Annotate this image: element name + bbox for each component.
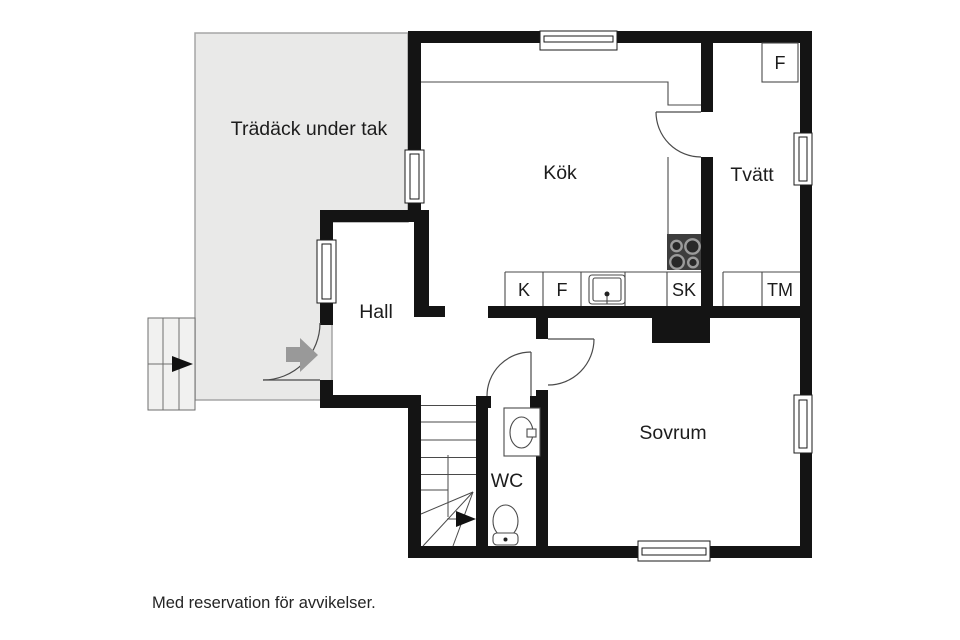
window-kitchen-west bbox=[404, 149, 425, 204]
hob-icon bbox=[667, 234, 701, 270]
wall-hall-north bbox=[320, 210, 429, 222]
laundry-freezer-label: F bbox=[775, 53, 786, 73]
stairs-direction-arrow-icon bbox=[456, 511, 476, 527]
window-bedroom-east bbox=[793, 394, 813, 454]
wall-bottom bbox=[408, 546, 812, 558]
window-laundry-east bbox=[793, 132, 813, 186]
wc-fixtures bbox=[492, 407, 541, 546]
windows bbox=[316, 30, 813, 562]
kitchen-laundry-door bbox=[655, 111, 702, 158]
window-bedroom-south bbox=[637, 540, 711, 562]
wall-hall-kitchen bbox=[414, 222, 429, 306]
washing-machine-label: TM bbox=[767, 280, 793, 300]
window-kitchen-top bbox=[539, 30, 618, 51]
kitchen-label: Kök bbox=[543, 162, 577, 184]
wall-kitchen-laundry-upper bbox=[701, 43, 713, 112]
wall-bedroom-door-stub bbox=[536, 318, 548, 339]
wc-label: WC bbox=[491, 470, 524, 492]
wc-door bbox=[486, 351, 532, 397]
tall-cabinet-label: SK bbox=[672, 280, 696, 300]
laundry-fixtures bbox=[722, 42, 800, 306]
wall-kitchen-south bbox=[488, 306, 812, 318]
doors bbox=[262, 111, 702, 397]
washbasin-icon bbox=[503, 407, 541, 457]
wall-hall-south bbox=[320, 395, 420, 408]
toilet-icon bbox=[492, 504, 519, 546]
sink-icon bbox=[588, 274, 626, 305]
laundry-label: Tvätt bbox=[730, 164, 774, 186]
disclaimer-text: Med reservation för avvikelser. bbox=[152, 594, 376, 612]
bedroom-door bbox=[547, 338, 595, 386]
wall-west-lower bbox=[408, 395, 421, 558]
wall-kitchen-laundry-lower bbox=[701, 157, 713, 306]
kitchen-fixtures bbox=[421, 81, 701, 306]
stairs bbox=[420, 405, 476, 547]
chimney-block bbox=[652, 318, 710, 343]
freezer-label: F bbox=[557, 280, 568, 300]
wall-east bbox=[800, 31, 812, 558]
entry-steps bbox=[147, 317, 196, 411]
window-hall-west bbox=[316, 239, 337, 304]
wall-wc-top-left bbox=[476, 396, 491, 408]
steps-direction-arrow-icon bbox=[172, 356, 193, 372]
wall-hall-kitchen-foot bbox=[414, 306, 445, 317]
wall-stairs-wc bbox=[476, 396, 488, 546]
room-labels: Trädäck under tak Kök Tvätt Hall Sovrum … bbox=[231, 118, 774, 492]
appliance-labels: K F SK TM F bbox=[518, 53, 793, 300]
hall-label: Hall bbox=[359, 301, 393, 323]
entry-arrow-icon bbox=[286, 338, 318, 372]
fridge-label: K bbox=[518, 280, 530, 300]
kitchen-counter-top-edge bbox=[421, 81, 701, 106]
deck-label: Trädäck under tak bbox=[231, 118, 388, 140]
bedroom-label: Sovrum bbox=[639, 422, 706, 444]
laundry-freezer-box bbox=[761, 42, 799, 83]
